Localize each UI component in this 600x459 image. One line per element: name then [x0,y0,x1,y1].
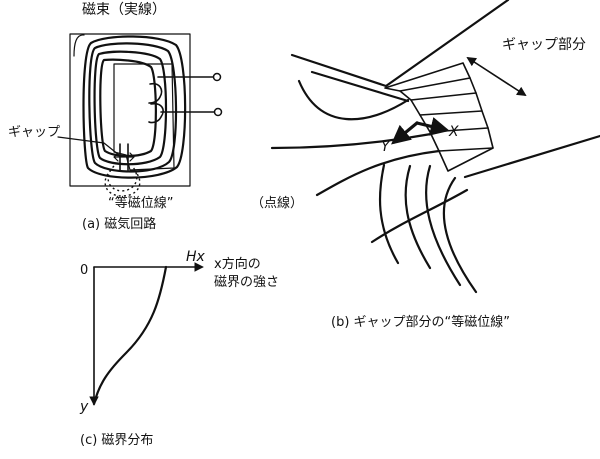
panel-c-caption: (c) 磁界分布 [80,433,153,448]
panel-b-gap-detail: ギャップ部分 Y X (b) ギャップ部分の“等磁位線” [270,0,600,330]
panel-c-field-distribution: 0 Hx x方向の 磁界の強さ y (c) 磁界分布 [79,249,279,448]
gap-part-label: ギャップ部分 [502,37,586,53]
field-description-line-2: 磁界の強さ [214,275,279,290]
upper-core-lower-edge [310,70,410,103]
hx-label: Hx [186,249,206,265]
iso-potential-dotted-lines-outer [104,169,141,197]
core-outline [69,33,191,187]
iso-line-8 [370,188,469,244]
stepped-gap-face [384,62,494,172]
gap-dimension-arrow [113,152,135,162]
field-description-line-1: x方向の [214,256,261,272]
panel-b-caption: (b) ギャップ部分の“等磁位線” [331,314,510,330]
x-direction-arrow [415,117,450,136]
iso-line-5 [404,164,432,270]
panel-a-title: 磁束（実線） [82,2,166,18]
panel-c-y-label: y [79,399,89,415]
flux-line-third [93,50,168,166]
iso-line-7 [442,176,478,294]
panel-a-magnetic-circuit: 磁束（実線） ギャップ “等磁位線” （点線） (a) 磁気回路 [8,2,303,232]
panel-b-y-label: Y [381,139,391,155]
y-direction-arrow [391,121,419,145]
gap-label: ギャップ [8,125,60,140]
coil-terminal-top [212,72,222,82]
panel-b-x-label: X [448,124,459,140]
iso-line-2 [270,132,433,150]
upper-core-edge [290,0,510,88]
gap-steps [399,77,494,152]
iso-line-1 [297,79,410,121]
iso-potential-dotted-lines [107,165,138,192]
panel-a-caption: (a) 磁気回路 [82,216,156,232]
iso-line-4 [378,163,400,265]
flux-line-second [88,42,178,173]
gap-part-arrow [466,56,527,97]
core-corner [73,34,85,57]
gap-leader-line [57,136,120,156]
coil-loop-bottom [148,102,164,124]
iso-line-6 [425,164,462,287]
dotted-label: （点線） [251,195,303,211]
flux-line-inner [99,58,157,157]
iso-potential-label: “等磁位線” [108,195,173,211]
coil-loop-top [148,82,163,104]
iso-line-3 [315,149,441,197]
flux-line-outer [82,35,187,179]
lower-core-edge [463,134,600,179]
field-strength-curve [92,265,168,406]
coil-terminal-bottom [213,107,223,117]
origin-label: 0 [80,263,88,278]
